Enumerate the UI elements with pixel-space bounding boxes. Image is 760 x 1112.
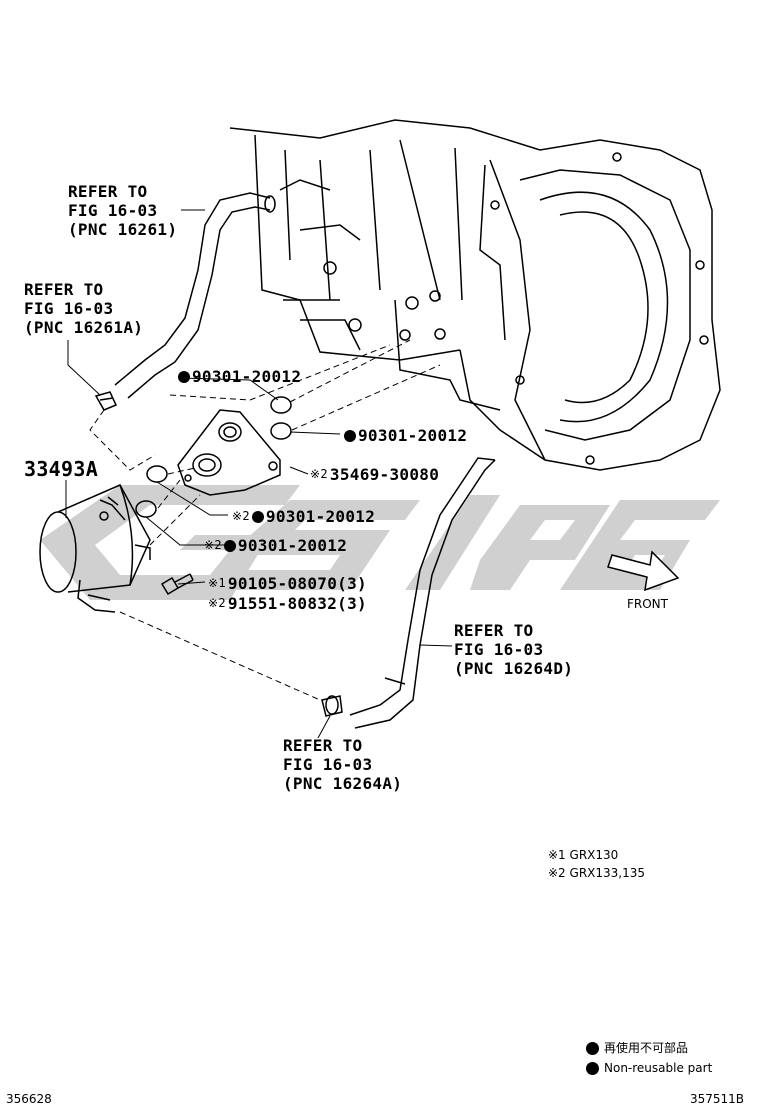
part-number: 91551-80832(3) bbox=[227, 594, 367, 613]
cooler-bracket bbox=[177, 409, 281, 496]
refer-label-pnc16261a: REFER TO FIG 16-03 (PNC 16261A) bbox=[24, 280, 143, 337]
refer-label-pnc16264a: REFER TO FIG 16-03 (PNC 16264A) bbox=[283, 736, 402, 793]
bolt bbox=[160, 573, 194, 596]
hose-clips bbox=[94, 391, 343, 717]
part-oring-upper-1: 90301-20012 bbox=[178, 367, 301, 386]
refer-line: REFER TO bbox=[283, 736, 363, 755]
legend-row-en: Non-reusable part bbox=[586, 1061, 712, 1076]
upper-hose bbox=[114, 192, 276, 399]
part-bolt-2: ※2 91551-80832(3) bbox=[208, 594, 367, 613]
note-mark: ※2 bbox=[232, 509, 250, 523]
note-mark: ※2 bbox=[204, 538, 222, 552]
watermark-logo bbox=[40, 485, 720, 600]
note-text: GRX133,135 bbox=[569, 866, 646, 880]
oil-cooler bbox=[39, 484, 151, 613]
non-reusable-dot-icon bbox=[586, 1042, 599, 1055]
part-number: 35469-30080 bbox=[329, 465, 440, 484]
refer-line: FIG 16-03 bbox=[454, 640, 544, 659]
legend-text-en: Non-reusable part bbox=[604, 1061, 713, 1075]
refer-line: (PNC 16261) bbox=[68, 220, 178, 239]
part-oring-lower-1: ※2 90301-20012 bbox=[232, 507, 375, 526]
refer-line: (PNC 16261A) bbox=[24, 318, 144, 337]
leader-lines bbox=[65, 209, 453, 739]
part-bracket: ※2 35469-30080 bbox=[310, 465, 439, 484]
lower-hose bbox=[325, 457, 496, 729]
refer-line: (PNC 16264D) bbox=[454, 659, 574, 678]
part-number: 90301-20012 bbox=[237, 536, 348, 555]
refer-line: (PNC 16264A) bbox=[283, 774, 403, 793]
note-mark: ※2 bbox=[548, 866, 566, 880]
part-number: 90301-20012 bbox=[265, 507, 376, 526]
note-mark: ※2 bbox=[310, 467, 328, 481]
refer-label-pnc16264d: REFER TO FIG 16-03 (PNC 16264D) bbox=[454, 621, 573, 678]
front-arrow-icon bbox=[607, 550, 680, 592]
part-number: 90301-20012 bbox=[358, 426, 468, 445]
model-notes: ※1 GRX130 ※2 GRX133,135 bbox=[548, 848, 645, 881]
footer-left-code: 356628 bbox=[6, 1092, 52, 1106]
part-number: 90105-08070(3) bbox=[227, 574, 367, 593]
note-mark: ※1 bbox=[208, 576, 226, 590]
legend-text-jp: 再使用不可部品 bbox=[604, 1041, 689, 1055]
refer-line: REFER TO bbox=[24, 280, 104, 299]
footer-right-code: 357511B bbox=[690, 1092, 745, 1106]
non-reusable-dot-icon bbox=[178, 370, 190, 383]
dashed-guides bbox=[89, 339, 441, 701]
model-note: ※2 GRX133,135 bbox=[548, 866, 645, 881]
refer-line: FIG 16-03 bbox=[24, 299, 114, 318]
non-reusable-dot-icon bbox=[223, 539, 236, 552]
refer-line: REFER TO bbox=[454, 621, 534, 640]
refer-line: REFER TO bbox=[68, 182, 148, 201]
non-reusable-dot-icon bbox=[586, 1062, 599, 1075]
front-label: FRONT bbox=[627, 597, 668, 611]
refer-label-pnc16261: REFER TO FIG 16-03 (PNC 16261) bbox=[68, 182, 177, 239]
note-mark: ※2 bbox=[208, 596, 226, 610]
model-note: ※1 GRX130 bbox=[548, 848, 645, 863]
transmission-housing bbox=[229, 119, 721, 471]
part-oring-lower-2: ※2 90301-20012 bbox=[204, 536, 347, 555]
legend-row-jp: 再使用不可部品 bbox=[586, 1041, 712, 1056]
refer-line: FIG 16-03 bbox=[283, 755, 373, 774]
part-cooler: 33493A bbox=[24, 457, 99, 481]
non-reusable-dot-icon bbox=[251, 510, 264, 523]
note-mark: ※1 bbox=[548, 848, 566, 862]
part-number: 90301-20012 bbox=[192, 367, 302, 386]
part-oring-upper-2: 90301-20012 bbox=[344, 426, 467, 445]
legend: 再使用不可部品 Non-reusable part bbox=[586, 1041, 712, 1076]
note-text: GRX130 bbox=[569, 848, 619, 862]
part-bolt-1: ※1 90105-08070(3) bbox=[208, 574, 367, 593]
non-reusable-dot-icon bbox=[344, 429, 356, 442]
refer-line: FIG 16-03 bbox=[68, 201, 158, 220]
